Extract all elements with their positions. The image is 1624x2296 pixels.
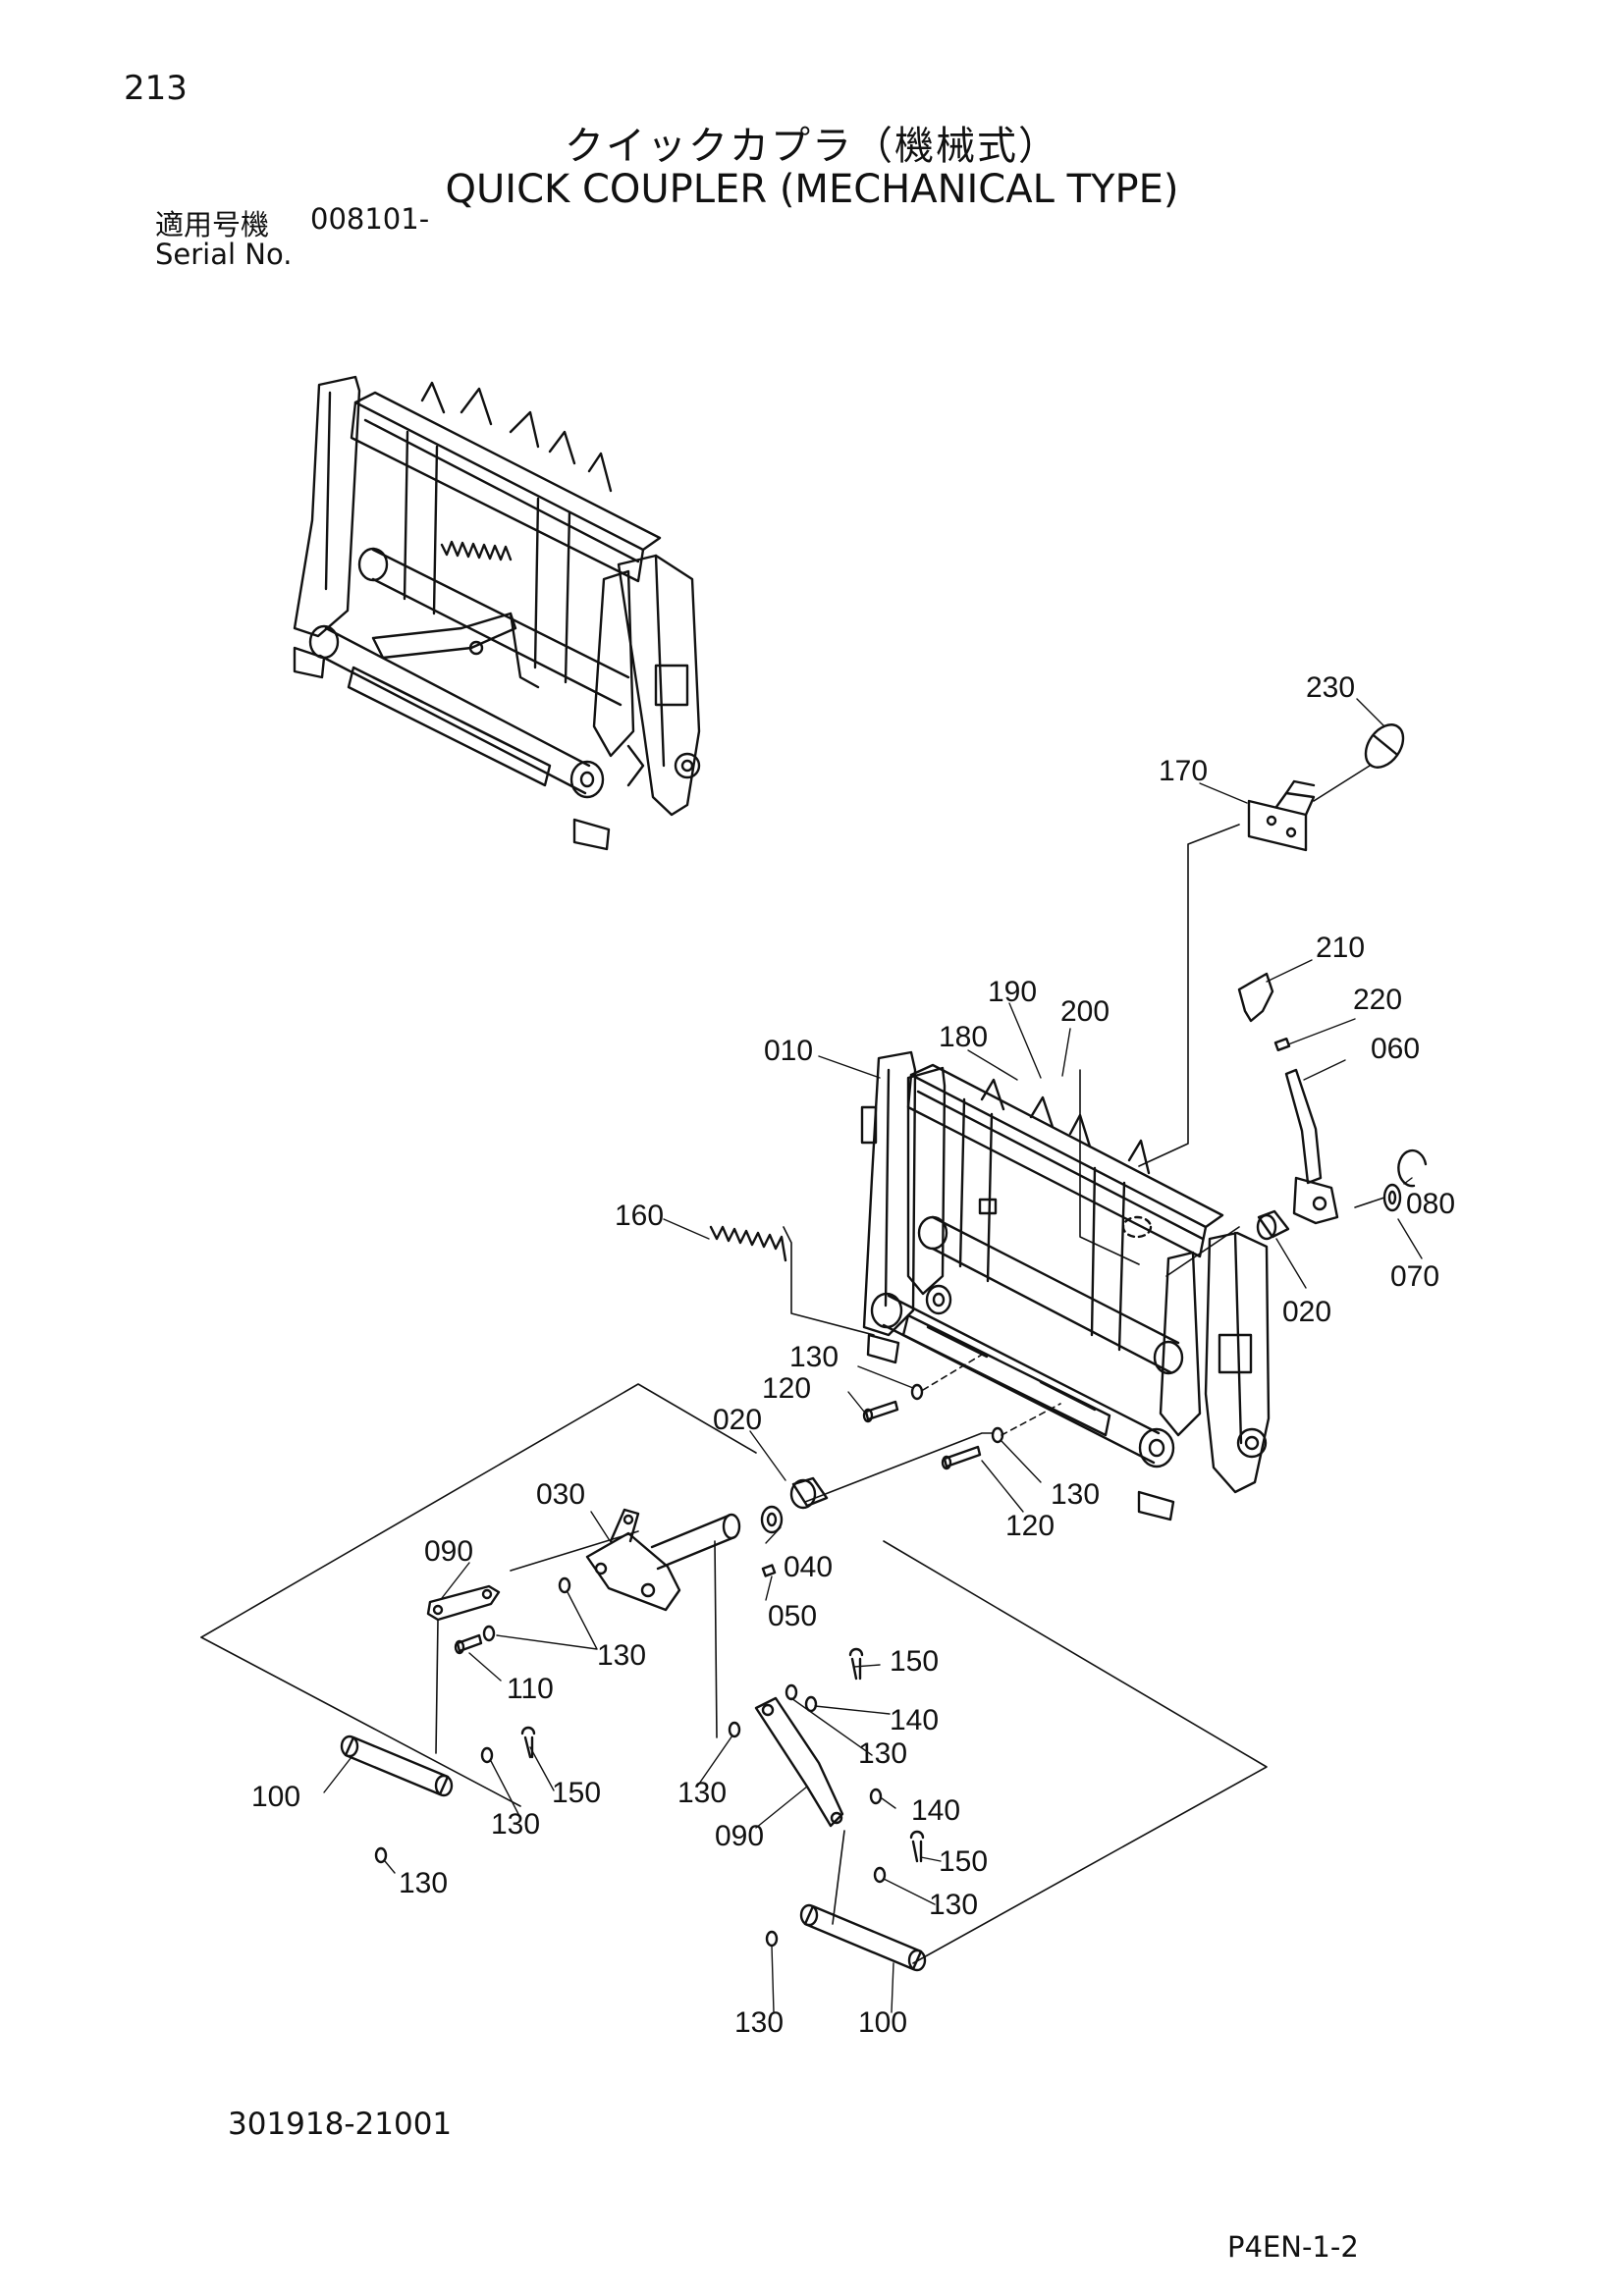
callout-labels: 230 170 210 220 060 190 200 180 010 080 …	[251, 671, 1455, 2039]
callout-130: 130	[789, 1341, 839, 1373]
callout-130: 130	[929, 1889, 978, 1921]
callout-170: 170	[1159, 755, 1208, 787]
callout-030: 030	[536, 1478, 585, 1511]
callout-080: 080	[1406, 1188, 1455, 1220]
callout-140: 140	[890, 1704, 939, 1736]
callout-130: 130	[1051, 1478, 1100, 1511]
callout-200: 200	[1060, 995, 1110, 1028]
page-number: 213	[124, 69, 188, 108]
page-code: P4EN-1-2	[1227, 2230, 1359, 2264]
callout-060: 060	[1371, 1033, 1420, 1065]
callout-210: 210	[1316, 932, 1365, 964]
assembled-coupler-illustration	[293, 375, 701, 851]
callout-150: 150	[939, 1845, 988, 1878]
main-frame-illustration	[860, 1050, 1271, 1522]
callout-140: 140	[911, 1794, 960, 1827]
page-title-japanese: クイックカプラ（機械式）	[565, 124, 1059, 169]
callout-130: 130	[597, 1639, 646, 1672]
callout-130: 130	[858, 1737, 907, 1770]
callout-120: 120	[762, 1372, 811, 1405]
callout-150: 150	[552, 1777, 601, 1809]
callout-020: 020	[713, 1404, 762, 1436]
callout-130: 130	[734, 2006, 784, 2039]
callout-090: 090	[424, 1535, 473, 1568]
callout-050: 050	[768, 1600, 817, 1632]
callout-010: 010	[764, 1035, 813, 1067]
callout-190: 190	[988, 976, 1037, 1008]
callout-100: 100	[251, 1781, 300, 1813]
part-illustrations	[340, 723, 1428, 1972]
callout-230: 230	[1306, 671, 1355, 704]
callout-220: 220	[1353, 984, 1402, 1016]
callout-160: 160	[615, 1200, 664, 1232]
serial-label-japanese: 適用号機	[155, 208, 270, 241]
callout-130: 130	[399, 1867, 448, 1899]
callout-180: 180	[939, 1021, 988, 1053]
callout-070: 070	[1390, 1260, 1439, 1293]
callout-leaders	[323, 698, 1423, 2013]
callout-130: 130	[491, 1808, 540, 1841]
callout-040: 040	[784, 1551, 833, 1583]
callout-150: 150	[890, 1645, 939, 1678]
callout-120: 120	[1005, 1510, 1055, 1542]
drawing-number: 301918-21001	[228, 2107, 453, 2142]
callout-020: 020	[1282, 1296, 1331, 1328]
serial-number-value: 008101-	[310, 202, 430, 236]
callout-110: 110	[507, 1673, 554, 1705]
assembly-guide-lines	[200, 765, 1385, 1964]
page-title: QUICK COUPLER (MECHANICAL TYPE)	[445, 167, 1179, 212]
callout-130: 130	[677, 1777, 727, 1809]
serial-label: Serial No.	[155, 238, 293, 271]
callout-090: 090	[715, 1820, 764, 1852]
callout-100: 100	[858, 2006, 907, 2039]
